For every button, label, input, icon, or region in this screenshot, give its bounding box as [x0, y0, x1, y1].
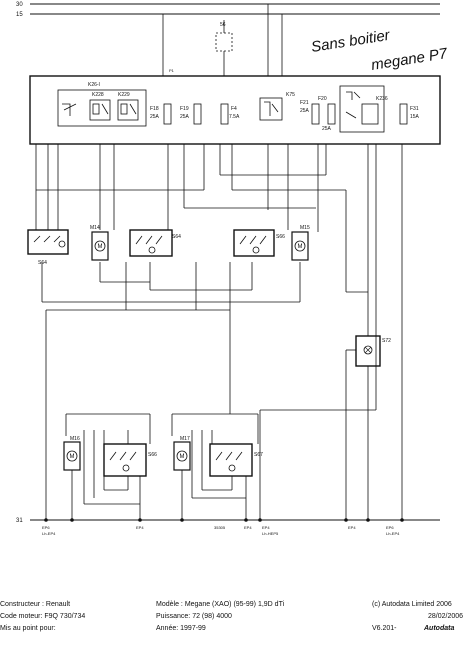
fuse-f19-id: F19 [180, 106, 189, 112]
fuse-f4-id: F4 [231, 106, 237, 112]
relay-k75-label: K75 [286, 92, 295, 98]
puissance-row: Puissance: 72 (98) 4000 [156, 613, 232, 620]
fuse-56-box [215, 32, 233, 52]
relay-k229-label: K229 [118, 92, 130, 98]
code-moteur-row: Code moteur: F9Q 730/734 [0, 613, 85, 620]
code-moteur-value: F9Q 730/734 [44, 613, 86, 620]
switch-s64-center [129, 229, 173, 257]
constructeur-row: Constructeur : Renault [0, 601, 70, 608]
ground-label: EP6 [386, 525, 394, 530]
relay-group-k228-k229 [57, 89, 147, 127]
code-moteur-label: Code moteur: [0, 613, 43, 620]
autodata-logo: Autodata [424, 625, 454, 632]
relay-contacts-left [62, 103, 137, 116]
wiring-diagram: 30 15 Sans boitier megane P7 56 P1 K26-I… [16, 2, 449, 536]
switch-s66-label: S66 [276, 234, 285, 240]
ground-label: EP4 [244, 525, 252, 530]
fuse-f31-id: F31 [410, 106, 419, 112]
fuse-f19-rating: 25A [180, 114, 190, 120]
switch-s72-label: S72 [382, 338, 391, 344]
motor-m15-symbol: M [298, 244, 303, 250]
motor-m17-label: M17 [180, 436, 190, 442]
ground-label: Lh-EP4 [386, 531, 400, 536]
annee-value: 1997-99 [180, 625, 206, 632]
ground-label: EP6 [42, 525, 50, 530]
motor-m14-symbol: M [98, 244, 103, 250]
fuse-56-pin: P1 [169, 68, 175, 73]
relay-k236-label: K236 [376, 96, 388, 102]
copyright: (c) Autodata Limited 2006 [372, 601, 452, 608]
fuse-f21-rating: 25A [300, 108, 310, 114]
motor-m15 [291, 231, 309, 261]
fuses-left [163, 103, 229, 125]
bus-label-30: 30 [16, 2, 23, 8]
fuse-f4-rating: 7.5A [229, 114, 240, 120]
constructeur-value: Renault [45, 601, 71, 608]
relay-k236-group [339, 85, 385, 133]
fuses-middle [311, 103, 336, 125]
handwritten-note-line1: Sans boitier [310, 27, 392, 56]
relay-box-label: K26-I [88, 82, 100, 88]
switch-s67 [209, 443, 253, 477]
relay-box-k26 [29, 75, 441, 145]
switch-s64-left-label: S64 [38, 260, 47, 266]
motor-m14 [91, 231, 109, 261]
fuse-f20-id: F20 [318, 96, 327, 102]
ground-label: 35305 [214, 525, 226, 530]
motor-m14-label: M14 [90, 225, 100, 231]
switch-s64-left [27, 229, 69, 255]
motor-m16 [63, 441, 81, 471]
fuse-f18-id: F18 [150, 106, 159, 112]
top-bus-lines [30, 3, 440, 15]
relay-k228 [89, 99, 111, 121]
bus-label-31: 31 [16, 518, 23, 524]
motor-m15-label: M15 [300, 225, 310, 231]
fuse-f31 [399, 103, 408, 125]
switch-s72 [355, 335, 381, 367]
fuse-f31-rating: 15A [410, 114, 420, 120]
ground-label: EP4 [348, 525, 356, 530]
bus-feeds [162, 4, 283, 76]
annee-label: Année: [156, 625, 179, 632]
puissance-label: Puissance: [156, 613, 191, 620]
switch-s66 [233, 229, 275, 257]
switch-s66-lower-label: S66 [148, 452, 157, 458]
ground-label-group: EP6 Lh-EP4 EP4 35305 EP4 EP4 Lh-HEP5 EP4… [42, 525, 400, 536]
fuse-56-label: 56 [220, 22, 226, 28]
switch-s64-center-label: S64 [172, 234, 181, 240]
fuse-f20-rating: 25A [322, 126, 332, 132]
title-block: Constructeur : Renault Code moteur: F9Q … [0, 596, 474, 665]
relay-k229 [117, 99, 139, 121]
annee-row: Année: 1997-99 [156, 625, 206, 632]
constructeur-label: Constructeur : [0, 601, 44, 608]
motor-m17-symbol: M [180, 454, 185, 460]
puissance-value: 72 (98) 4000 [192, 613, 232, 620]
autodata-logo-text: Autodata [424, 625, 455, 632]
modele-label: Modèle : [156, 601, 183, 608]
relay-k228-label: K228 [92, 92, 104, 98]
ground-label: Lh-HEP5 [262, 531, 279, 536]
ground-label: EP4 [262, 525, 270, 530]
modele-value: Megane (XAO) (95-99) 1,9D dTi [184, 601, 285, 608]
ground-junctions [44, 518, 404, 522]
fuse-f21-id: F21 [300, 100, 309, 106]
motor-m17 [173, 441, 191, 471]
motor-m16-label: M16 [70, 436, 80, 442]
ground-label: Lh-EP4 [42, 531, 56, 536]
switch-s67-label: S67 [254, 452, 263, 458]
mis-au-point-label: Mis au point pour: [0, 625, 56, 632]
relay-k236 [361, 103, 379, 125]
fuse-f18-rating: 25A [150, 114, 160, 120]
mis-au-point-row: Mis au point pour: [0, 625, 56, 632]
modele-row: Modèle : Megane (XAO) (95-99) 1,9D dTi [156, 601, 284, 608]
version: V6.201- [372, 625, 397, 632]
relay-k75 [259, 97, 283, 121]
handwritten-note-line2: megane P7 [370, 45, 449, 74]
print-date: 28/02/2006 [428, 613, 464, 620]
motor-m16-symbol: M [70, 454, 75, 460]
wiring [35, 144, 403, 520]
bus-label-15: 15 [16, 12, 23, 18]
switch-s66-lower [103, 443, 147, 477]
ground-label: EP4 [136, 525, 144, 530]
